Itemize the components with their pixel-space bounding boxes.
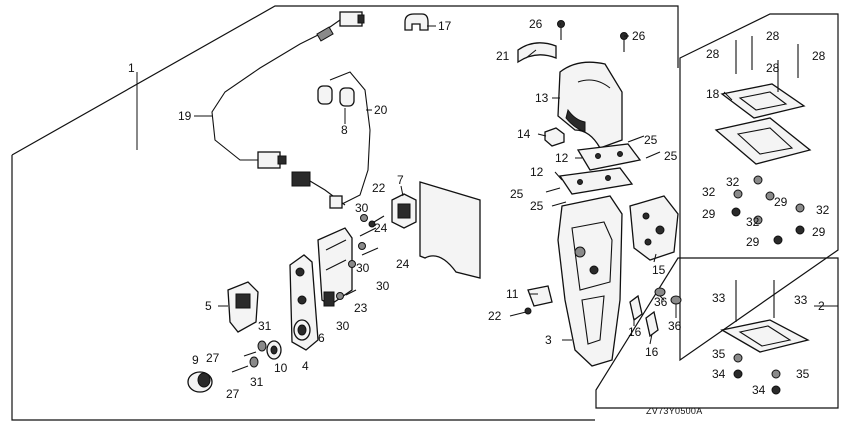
bolts-28	[735, 36, 799, 92]
callout-13: 13	[535, 91, 549, 105]
callout-5: 5	[205, 299, 212, 313]
callout-23: 23	[354, 301, 368, 315]
callout-15: 15	[652, 263, 666, 277]
callout-12-upper: 12	[555, 151, 569, 165]
grommet-7	[391, 193, 417, 229]
assembly-frame-1	[11, 5, 679, 421]
callout-27-a: 27	[206, 351, 220, 365]
gasket-plate	[419, 181, 481, 279]
callout-25-b: 25	[664, 149, 678, 163]
callout-30-b: 30	[356, 261, 370, 275]
screws-left-group	[336, 214, 385, 300]
callout-8: 8	[341, 123, 348, 137]
callout-26-b: 26	[632, 29, 646, 43]
knob-9	[187, 371, 213, 393]
lever-4	[289, 254, 319, 351]
clip-14	[544, 127, 565, 147]
plate-18	[714, 83, 812, 165]
callout-24-lower: 24	[396, 257, 410, 271]
callout-34-a: 34	[712, 367, 726, 381]
callout-labels: 1 2 3 4 5 6 7 8 9 10 11 12 12 13 14 15 1…	[128, 17, 830, 401]
assembly-frame-2	[595, 257, 839, 409]
callout-22-right: 22	[488, 309, 502, 323]
callout-25-c: 25	[510, 187, 524, 201]
callout-36-b: 36	[668, 319, 682, 333]
harness-19	[211, 11, 365, 169]
callout-26-a: 26	[529, 17, 543, 31]
callout-24-upper: 24	[374, 221, 388, 235]
callout-2: 2	[818, 299, 825, 313]
callout-28-d: 28	[812, 49, 826, 63]
callout-16-a: 16	[628, 325, 642, 339]
callout-28-c: 28	[766, 61, 780, 75]
callout-30-d: 30	[336, 319, 350, 333]
callout-21: 21	[496, 49, 510, 63]
callout-32-a: 32	[726, 175, 740, 189]
callout-17: 17	[438, 19, 452, 33]
callout-18: 18	[706, 87, 720, 101]
callout-19: 19	[178, 109, 192, 123]
callout-32-c: 32	[746, 215, 760, 229]
screws-26	[557, 20, 628, 52]
callout-29-d: 29	[812, 225, 826, 239]
callout-32-b: 32	[702, 185, 716, 199]
callout-30-a: 30	[355, 201, 369, 215]
callout-34-b: 34	[752, 383, 766, 397]
leader-lines	[136, 23, 838, 345]
callout-6: 6	[318, 331, 325, 345]
callout-29-c: 29	[746, 235, 760, 249]
washers-36	[654, 287, 682, 305]
callout-25-a: 25	[644, 133, 658, 147]
plate-12-lower	[558, 167, 634, 195]
callout-11: 11	[506, 287, 519, 301]
callout-7: 7	[397, 173, 404, 187]
screws-25	[545, 135, 661, 207]
callout-35-b: 35	[796, 367, 810, 381]
switch-6	[317, 227, 353, 307]
cover-13	[557, 61, 623, 149]
diagram-code: ZV73Y0500A	[646, 406, 703, 416]
screw-22-right	[509, 307, 532, 317]
plate-12-upper	[576, 143, 642, 171]
callout-33-a: 33	[712, 291, 726, 305]
bracket-11	[527, 285, 553, 307]
callout-35-a: 35	[712, 347, 726, 361]
callout-29-b: 29	[702, 207, 716, 221]
callout-14: 14	[517, 127, 531, 141]
callout-32-d: 32	[816, 203, 830, 217]
pad-21	[517, 42, 557, 64]
callout-9: 9	[192, 353, 199, 367]
callout-31-a: 31	[258, 319, 272, 333]
callout-25-d: 25	[530, 199, 544, 213]
screws-27	[231, 351, 257, 373]
callout-16-b: 16	[645, 345, 659, 359]
callout-36-a: 36	[654, 295, 668, 309]
clip-17	[404, 13, 429, 31]
callout-20: 20	[374, 103, 388, 117]
callout-31-b: 31	[250, 375, 264, 389]
callout-28-a: 28	[706, 47, 720, 61]
callout-28-b: 28	[766, 29, 780, 43]
nuts-29-washers-32	[731, 175, 805, 245]
callout-1: 1	[128, 61, 135, 75]
plate-15	[629, 195, 679, 261]
assembly-frame-18	[679, 13, 839, 362]
callout-3: 3	[545, 333, 552, 347]
callout-30-c: 30	[376, 279, 390, 293]
callout-4: 4	[302, 359, 309, 373]
callout-10: 10	[274, 361, 288, 375]
harness-20	[291, 71, 371, 209]
callout-27-b: 27	[226, 387, 240, 401]
pins-16	[629, 294, 659, 338]
callout-12-lower: 12	[530, 165, 544, 179]
callout-22-left: 22	[372, 181, 386, 195]
cover-5	[227, 281, 259, 333]
washer-10	[266, 340, 282, 360]
body-3	[557, 195, 623, 367]
callout-29-a: 29	[774, 195, 788, 209]
washers-31	[249, 340, 267, 368]
plate-kit-2	[720, 280, 810, 395]
callout-33-b: 33	[794, 293, 808, 307]
